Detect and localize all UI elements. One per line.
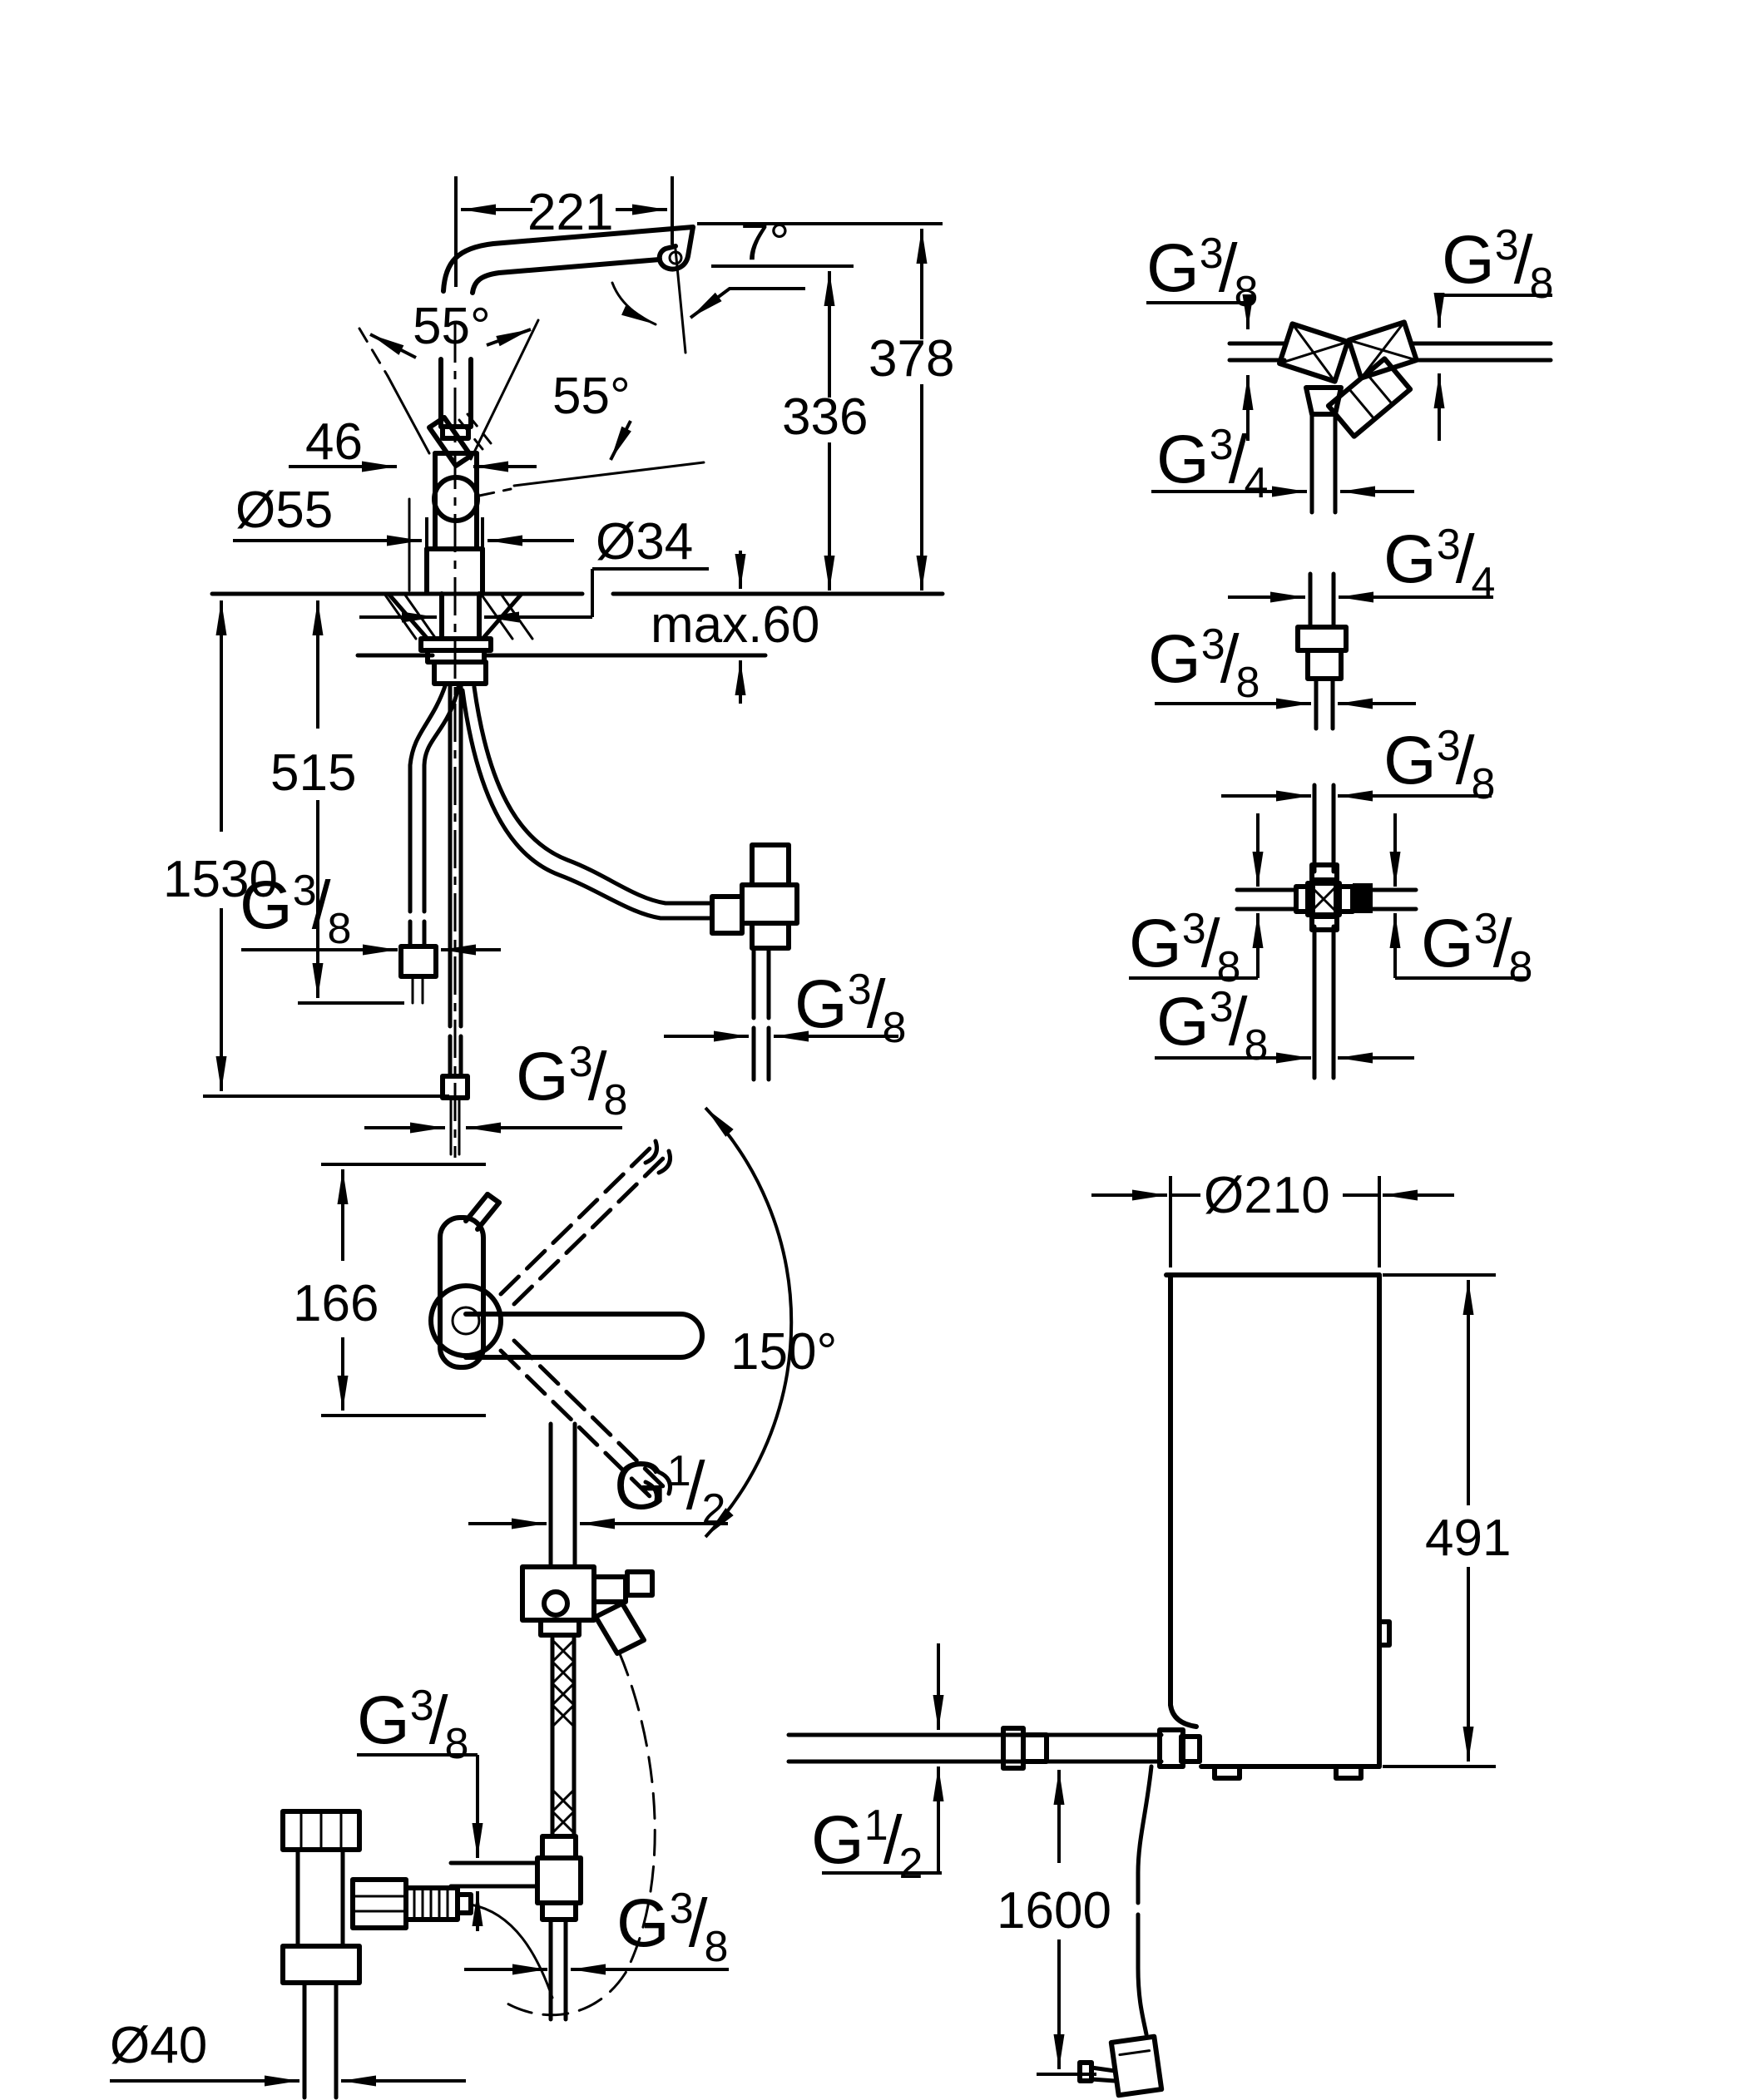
braided-hose xyxy=(550,1636,577,1839)
label-g38-hose-left: G3/8 xyxy=(240,867,351,953)
figure-drain-plumbing: G1/2 xyxy=(110,1421,729,2100)
lever-handle xyxy=(427,415,473,468)
faucet-body xyxy=(408,357,485,595)
spout-top-view xyxy=(463,1312,705,1360)
dim-boiler-diameter: Ø210 xyxy=(1204,1167,1330,1224)
figure-faucet-side-view: 55° 55° 221 7° 46 xyxy=(163,176,954,1158)
mounting-shank xyxy=(418,591,493,686)
dim-g38-left-lines-fig3 xyxy=(357,1753,483,1931)
check-valve xyxy=(710,842,799,1082)
label-g38-y-left: G3/8 xyxy=(1146,230,1258,316)
dim-spout-tilt-lines xyxy=(611,248,854,354)
dim-swivel-angle: 150° xyxy=(730,1323,837,1381)
lever-angle-annotation xyxy=(358,319,705,497)
label-g38-tee-bottom: G3/8 xyxy=(616,1885,728,1971)
label-g34-y-outlet: G3/4 xyxy=(1156,421,1268,507)
dim-cross-lines xyxy=(1129,790,1527,1064)
dim-hose-length-long: 1530 xyxy=(163,851,278,908)
safety-valve-assembly xyxy=(520,1564,655,1656)
label-g38-adapter-bottom: G3/8 xyxy=(1148,620,1260,707)
dim-lever-angle-left: 55° xyxy=(413,298,491,355)
drain-trap-assembly xyxy=(280,1650,656,2100)
figure-faucet-top-view: 166 150° xyxy=(293,1106,837,1539)
dim-reducer-lines xyxy=(1155,591,1493,709)
power-cord-and-plug xyxy=(1077,1764,1165,2098)
dim-lever-angle-right: 55° xyxy=(552,368,631,425)
dim-body-diameter-lines xyxy=(233,517,574,551)
supply-pipe-g12 xyxy=(548,1421,577,1569)
dim-height-lines xyxy=(697,222,943,590)
drain-hose-dashed xyxy=(504,1650,656,2017)
dim-top-view-depth: 166 xyxy=(293,1275,379,1332)
label-g12-supply: G1/2 xyxy=(614,1447,725,1534)
swivel-arc xyxy=(704,1106,794,1539)
dim-cable-length: 1600 xyxy=(997,1882,1111,1939)
label-g38-cross-left: G3/8 xyxy=(1129,905,1240,991)
dim-spout-reach: 221 xyxy=(527,184,613,241)
cross-connector xyxy=(1235,783,1418,1080)
label-g38-tee-branch: G3/8 xyxy=(357,1682,468,1768)
dim-spout-reach-lines xyxy=(454,176,674,287)
dim-thread-lines-fig1 xyxy=(241,944,898,1134)
label-g38-cross-bottom: G3/8 xyxy=(1156,983,1268,1070)
boiler-body xyxy=(1164,1272,1392,1781)
dim-top-view-depth-lines xyxy=(321,1163,486,1417)
dim-boiler-diameter-lines xyxy=(1091,1176,1454,1267)
figure-fittings: G3/8 G3/8 G3/4 G3/4 G3/8 xyxy=(1129,221,1553,1080)
dim-y-connector-lines xyxy=(1146,293,1552,497)
label-g38-y-right: G3/8 xyxy=(1442,221,1553,308)
label-g34-adapter-top: G3/4 xyxy=(1383,521,1495,607)
dim-boiler-height-lines xyxy=(1383,1273,1496,1768)
swivel-positions xyxy=(498,1106,794,1539)
supply-hoses xyxy=(398,681,715,1156)
figure-boiler: Ø210 491 G1/2 1600 xyxy=(786,1167,1511,2098)
faucet-top-view-body xyxy=(428,1192,705,1370)
countertop-section xyxy=(210,591,945,658)
dim-hose-length-lines xyxy=(203,600,449,1098)
reducer-adapter xyxy=(1295,571,1349,731)
dim-counter-thickness: max.60 xyxy=(651,596,819,654)
dim-shank-diameter: Ø34 xyxy=(596,513,693,571)
hose-end-fitting-left xyxy=(398,944,438,979)
dim-boiler-height: 491 xyxy=(1425,1510,1511,1567)
label-g38-cross-right: G3/8 xyxy=(1421,905,1532,991)
label-g38-check-valve: G3/8 xyxy=(794,966,906,1052)
dim-hose-length-short: 515 xyxy=(270,744,356,802)
dim-body-diameter: Ø55 xyxy=(235,482,333,539)
dim-drain-diameter: Ø40 xyxy=(110,2017,207,2074)
dim-outlet-height: 336 xyxy=(782,388,868,446)
boiler-hose xyxy=(786,1726,1202,1771)
label-g12-boiler-hose: G1/2 xyxy=(811,1801,923,1888)
dim-cable-length-lines xyxy=(1037,1770,1096,2076)
y-connector xyxy=(1227,319,1553,515)
label-g38-cross-top: G3/8 xyxy=(1383,722,1495,808)
tee-fitting xyxy=(448,1834,583,2022)
dim-g12-lines-fig5 xyxy=(822,1643,944,1875)
lever-pivot xyxy=(432,475,480,523)
drain-hose-solid xyxy=(469,1903,554,1999)
dim-lever-width: 46 xyxy=(305,413,363,471)
label-g38-hose-bottom: G3/8 xyxy=(516,1038,627,1124)
hose-end-fitting-center xyxy=(440,1074,470,1100)
dim-shank-diameter-lines xyxy=(359,567,709,623)
dim-overall-height: 378 xyxy=(869,330,954,388)
